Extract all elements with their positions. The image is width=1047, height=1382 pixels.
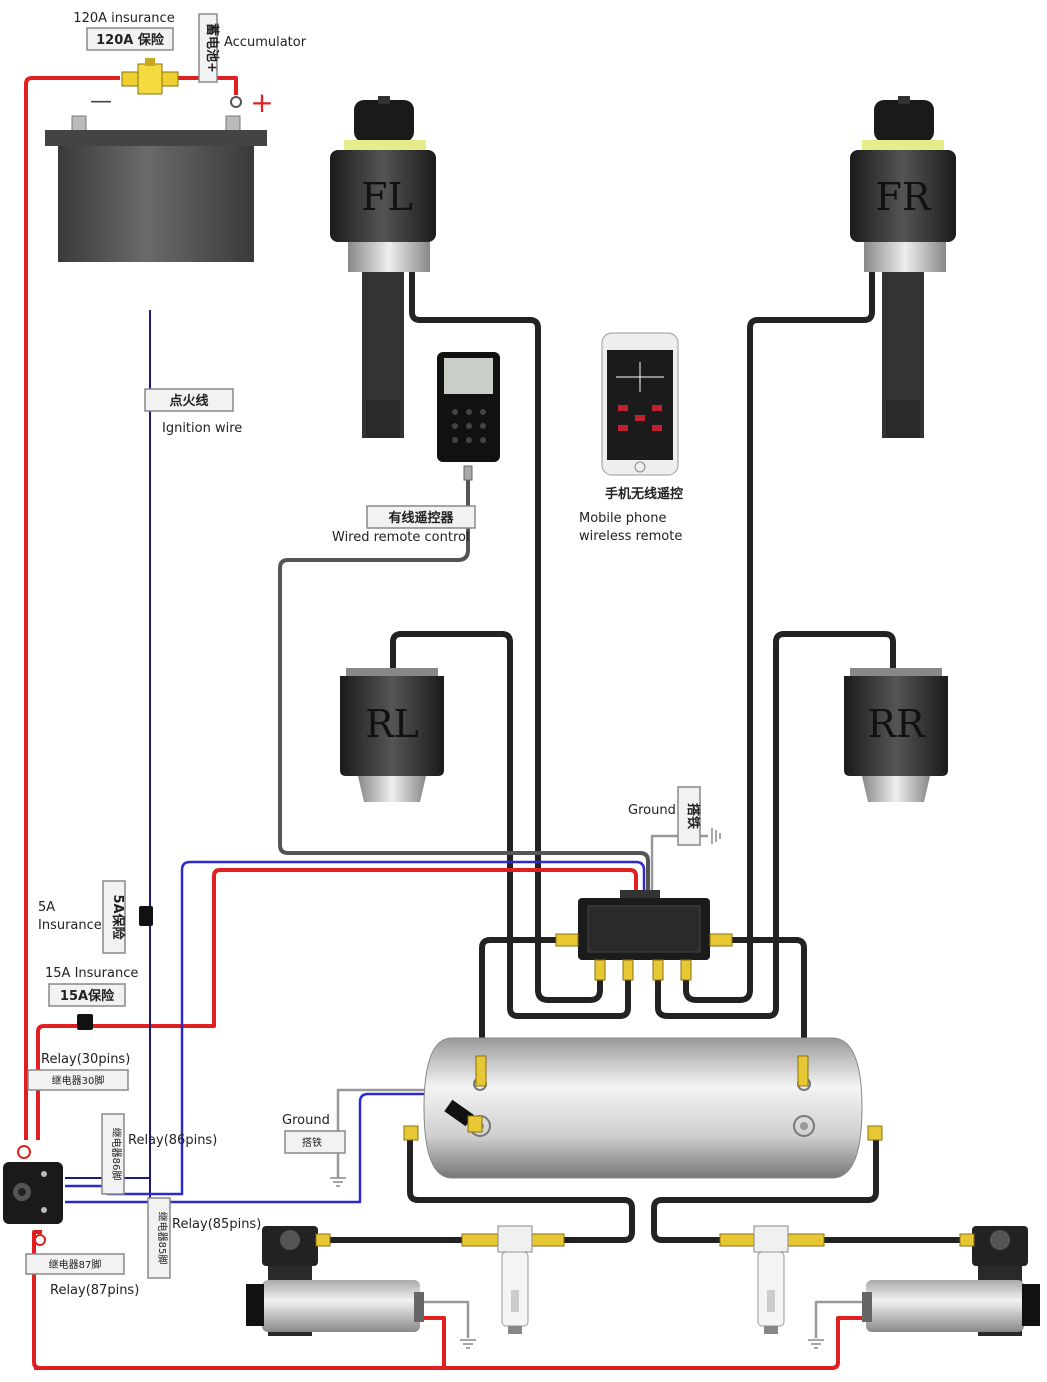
ground-tank-en-label: Ground (282, 1113, 330, 1128)
wired-remote (437, 352, 500, 481)
accumulator-label: Accumulator (224, 35, 307, 50)
ground-symbol-tank (330, 1177, 346, 1187)
air-bag-rr-label: RR (867, 702, 926, 746)
air-bag-fl-label: FL (361, 175, 413, 219)
valve-manifold (555, 890, 733, 981)
relay (3, 1145, 63, 1246)
relay-86-label-box (101, 1113, 125, 1195)
ground-top-cn-label: 搭铁 (685, 803, 701, 829)
fuse-5a-en-label-2: Insurance (38, 918, 102, 933)
fuse-5a-label-box (102, 880, 126, 954)
air-bag-rl-label: RL (365, 702, 419, 746)
fuse-120a-label-box (86, 27, 174, 51)
relay-87-label-box (25, 1253, 125, 1275)
air-lines (327, 267, 971, 1243)
air-bag-rear-left (340, 668, 444, 802)
relay-87-cn-label: 继电器87脚 (49, 1258, 102, 1271)
ground-symbol-compressor-right (808, 1339, 824, 1349)
phone-en-label-1: Mobile phone (579, 511, 666, 526)
battery (45, 96, 267, 262)
mobile-phone (601, 332, 679, 476)
pressure-switch (444, 1099, 483, 1133)
wired-remote-en-label: Wired remote control (332, 530, 470, 545)
battery-plus-sign: + (250, 86, 273, 119)
relay-85-label-box (147, 1197, 171, 1279)
ignition-cn-label: 点火线 (169, 393, 208, 409)
water-filter-left (461, 1225, 565, 1334)
air-bag-front-right (850, 96, 956, 438)
air-bag-front-left (330, 96, 436, 438)
ground-symbol-top (711, 828, 721, 844)
compressor-left (246, 1226, 424, 1336)
wired-remote-label-box (366, 505, 476, 529)
relay-30-cn-label: 继电器30脚 (52, 1074, 105, 1087)
air-bag-rear-right (844, 668, 948, 802)
ground-top-label-box (677, 786, 701, 846)
fuse-120a-en-label: 120A insurance (73, 11, 174, 26)
relay-85-cn-label: 继电器85脚 (156, 1212, 169, 1265)
relay-85-en-label: Relay(85pins) (172, 1217, 261, 1232)
fuse-15a-label-box (48, 983, 126, 1007)
ignition-en-label: Ignition wire (162, 421, 242, 436)
wired-remote-cn-label: 有线遥控器 (388, 510, 454, 526)
relay-30-label-box (27, 1069, 129, 1091)
ground-top-en-label: Ground (628, 803, 676, 818)
battery-plus-cn-label: 蓄电池+ (204, 23, 220, 73)
battery-minus-sign: — (90, 89, 112, 114)
ground-tank-cn-label: 搭铁 (302, 1136, 322, 1149)
fuse-5a-en-label-1: 5A (38, 900, 55, 915)
relay-86-en-label: Relay(86pins) (128, 1133, 217, 1148)
relay-87-en-label: Relay(87pins) (50, 1283, 139, 1298)
fuse-5a (139, 906, 153, 926)
air-tank (403, 1037, 883, 1179)
ground-symbol-compressor-left (460, 1339, 476, 1349)
relay-30-en-label: Relay(30pins) (41, 1052, 130, 1067)
wired-remote-cable (278, 480, 650, 893)
relay-86-cn-label: 继电器86脚 (110, 1128, 123, 1181)
ignition-label-box (144, 388, 234, 412)
battery-plus-label-box (198, 13, 218, 83)
fuse-15a-cn-label: 15A保险 (60, 988, 115, 1004)
fuse-5a-cn-label: 5A保险 (110, 894, 126, 940)
fuse-120a (121, 58, 179, 95)
phone-en-label-2: wireless remote (579, 529, 682, 544)
phone-cn-label: 手机无线遥控 (605, 486, 683, 502)
power-wires (24, 76, 862, 1370)
ground-tank-label-box (284, 1130, 346, 1154)
air-bag-fr-label: FR (876, 175, 932, 219)
fuse-15a-en-label: 15A Insurance (45, 966, 138, 981)
water-filter-right (719, 1225, 825, 1334)
fuse-15a (77, 1014, 93, 1030)
fuse-120a-cn-label: 120A 保险 (96, 32, 165, 48)
compressor-right (862, 1226, 1040, 1336)
